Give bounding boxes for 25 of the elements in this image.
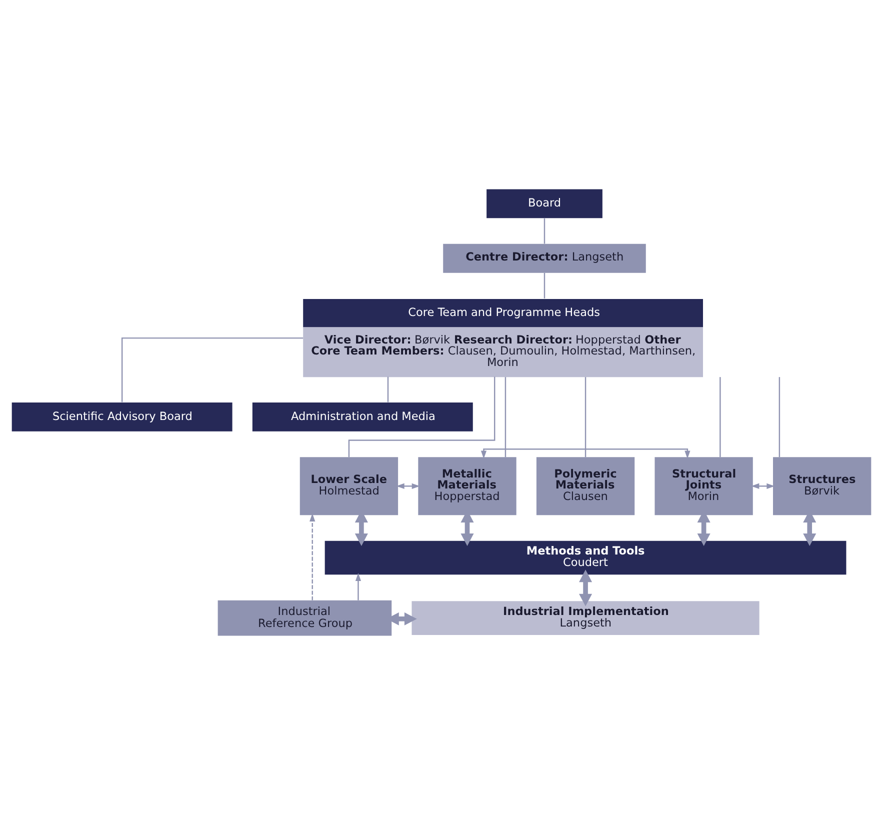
arrow <box>480 448 690 459</box>
node-box: Industrial Implementation Langseth <box>412 601 760 635</box>
connector <box>121 337 304 402</box>
connector <box>544 272 546 298</box>
node-box: Lower Scale Holmestad <box>300 457 398 516</box>
node-box: Methods and Tools Coudert <box>324 540 846 575</box>
connector <box>720 377 721 458</box>
connector <box>544 218 546 244</box>
node-box: Board <box>486 189 602 218</box>
arrow <box>579 570 592 606</box>
node-box: Industrial Reference Group <box>218 600 392 636</box>
node-box: Structural Joints Morin <box>654 457 753 516</box>
arrow <box>310 513 316 600</box>
connector <box>387 376 389 402</box>
node-box: Metallic Materials Hopperstad <box>418 457 516 516</box>
node-box: Scientific Advisory Board <box>12 402 232 432</box>
connector <box>348 376 496 458</box>
connector <box>504 377 506 458</box>
node-box: Structures Børvik <box>773 457 872 516</box>
arrow <box>355 572 362 600</box>
connector <box>584 377 586 458</box>
node-box: Polymeric Materials Clausen <box>536 457 635 516</box>
node-box: Centre Director: Langseth <box>443 244 646 273</box>
connector <box>778 377 780 458</box>
node-box: Administration and Media <box>252 402 473 432</box>
